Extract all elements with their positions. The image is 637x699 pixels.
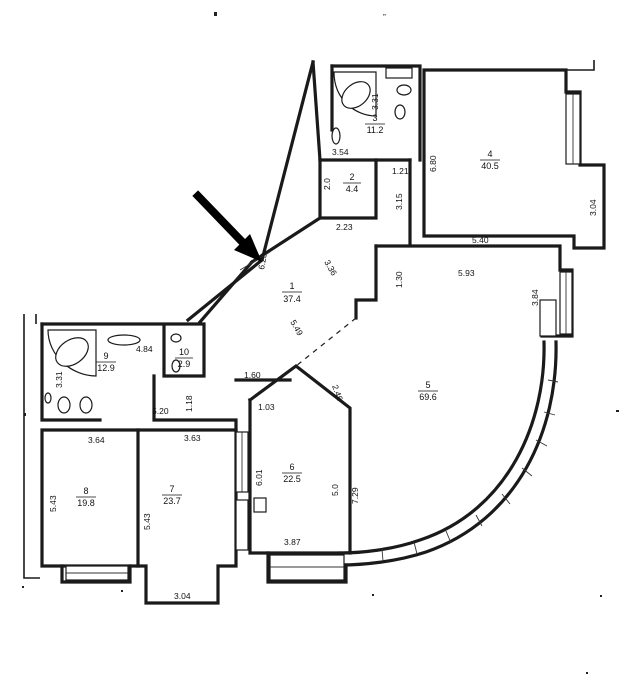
dim-room5-width: 5.93: [458, 268, 475, 278]
room-9-label: 9 12.9: [96, 351, 116, 373]
room-8-area: 19.8: [77, 498, 95, 508]
room-7-area: 23.7: [163, 496, 181, 506]
room-labels: 1 37.4 2 4.4 3 11.2 4 40.5 5 69.6 6 22.5: [76, 113, 500, 508]
bath-fixtures: [44, 67, 413, 513]
dim-hall-width: 1.60: [244, 370, 261, 380]
dim-room7-width: 3.63: [184, 433, 201, 443]
top-mark: ”: [383, 12, 386, 22]
dim-room3-height: 3.31: [370, 93, 380, 110]
room-3-area: 11.2: [367, 125, 384, 135]
room-9-number: 9: [103, 351, 108, 361]
dim-room5-inner: 7.29: [350, 487, 360, 504]
room-10-label: 10 2.9: [175, 347, 193, 369]
dim-room9-height: 3.31: [54, 371, 64, 388]
room-6-number: 6: [289, 462, 294, 472]
room-2-area: 4.4: [346, 184, 359, 194]
dim-room6-right: 5.0: [330, 484, 340, 496]
room-8-number: 8: [83, 486, 88, 496]
dim-room2-width: 2.23: [336, 222, 353, 232]
room-1-label: 1 37.4: [282, 281, 302, 304]
dim-room4-width: 5.40: [472, 235, 489, 245]
dim-balcony-width: 3.04: [174, 591, 191, 601]
windows: [65, 93, 581, 581]
dim-room9-width: 4.84: [136, 344, 153, 354]
dim-room6-bottom: 3.87: [284, 537, 301, 547]
room-1-area: 37.4: [283, 294, 301, 304]
dim-door-width: 1.21: [392, 166, 409, 176]
room-4-label: 4 40.5: [480, 149, 500, 171]
dim-room3-width: 3.54: [332, 147, 349, 157]
room-6-area: 22.5: [283, 474, 301, 484]
room-4-area: 40.5: [481, 161, 499, 171]
room-3-number: 3: [372, 113, 377, 123]
room-2-number: 2: [349, 172, 354, 182]
room-7-label: 7 23.7: [162, 484, 182, 506]
room-4-number: 4: [487, 149, 492, 159]
dim-room7-height: 5.43: [142, 513, 152, 530]
dim-passage-height: 3.15: [394, 193, 404, 210]
dim-room8-width: 3.64: [88, 435, 105, 445]
room-2-label: 2 4.4: [343, 172, 361, 194]
dim-corridor-length: 5.49: [288, 318, 305, 338]
room-8-label: 8 19.8: [76, 486, 96, 508]
dim-corridor-diagonal: 6.23: [256, 252, 269, 270]
dim-hall-length: 5.20: [152, 406, 169, 416]
room-5-area: 69.6: [419, 392, 437, 402]
dim-room6-diagonal: 2.46: [330, 383, 345, 402]
room-3-label: 3 11.2: [365, 113, 385, 135]
scan-specks: [22, 12, 619, 674]
dim-room4-height: 6.80: [428, 155, 438, 172]
room-1-number: 1: [289, 281, 294, 291]
dim-room8-height: 5.43: [48, 495, 58, 512]
walls: [23, 60, 606, 605]
room-9-area: 12.9: [97, 363, 115, 373]
dim-room4-bay: 3.04: [588, 199, 598, 216]
dim-hall-depth: 1.18: [184, 395, 194, 412]
room-10-number: 10: [179, 347, 189, 357]
room-5-label: 5 69.6: [418, 380, 438, 402]
pointer-arrow-icon: [192, 190, 262, 262]
room-6-label: 6 22.5: [282, 462, 302, 484]
dim-room5-side: 3.84: [530, 289, 540, 306]
dimension-labels: 3.31 3.54 1.21 2.0 2.23 3.15 6.80 3.04 5…: [48, 93, 598, 601]
dim-room6-left: 6.01: [254, 469, 264, 486]
dim-room5-step: 1.30: [394, 271, 404, 288]
dim-corridor-inner: 3.36: [322, 258, 339, 278]
room-7-number: 7: [169, 484, 174, 494]
dim-room6-top: 1.03: [258, 402, 275, 412]
room-5-number: 5: [425, 380, 430, 390]
dim-room2-height: 2.0: [322, 178, 332, 190]
room-10-area: 2.9: [178, 359, 191, 369]
